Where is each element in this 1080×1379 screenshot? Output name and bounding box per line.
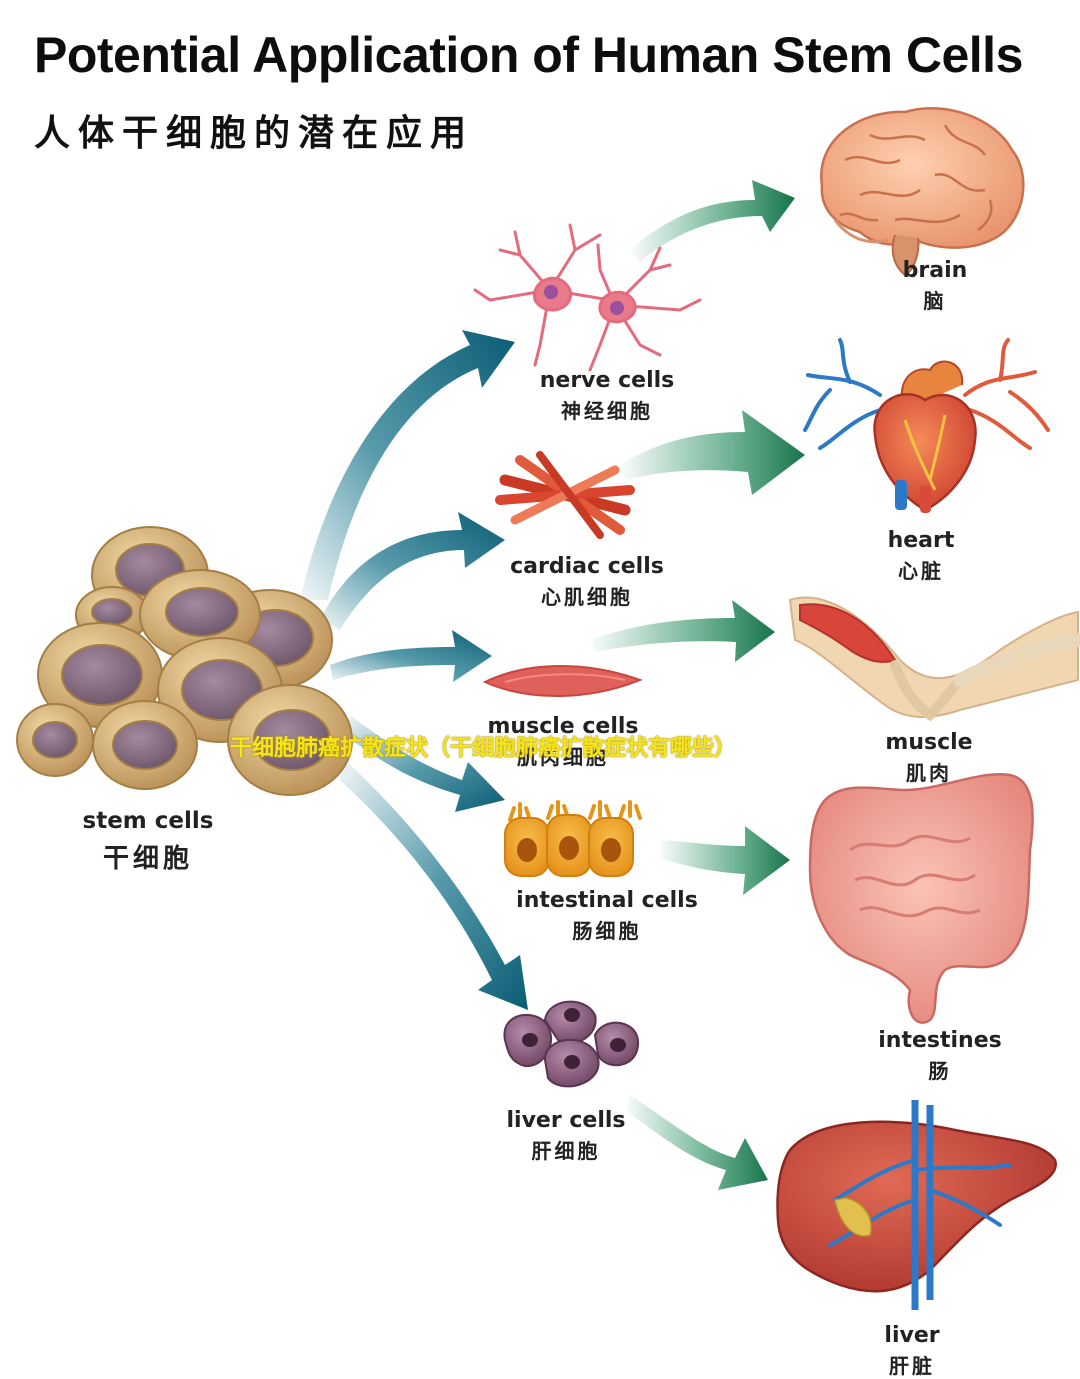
nerve-cells-label-zh: 神经细胞 xyxy=(561,399,653,423)
nerve-cells-label-en: nerve cells xyxy=(539,368,675,393)
liver-cells-label-zh: 肝细胞 xyxy=(531,1139,601,1163)
nerve-cells-label: nerve cells 神经细胞 xyxy=(540,368,675,424)
arrow-to-brain xyxy=(630,180,795,262)
muscle-cells-label-zh: 肌肉细胞 xyxy=(516,745,609,769)
intestinal-cells-illustration xyxy=(504,800,642,877)
heart-label-en: heart xyxy=(887,528,955,553)
stem-cells-label: stem cells 干细胞 xyxy=(83,808,214,875)
page-title: Potential Application of Human Stem Cell… xyxy=(34,27,1023,83)
intestinal-cells-label-en: intestinal cells xyxy=(516,888,698,913)
brain-label-zh: 脑 xyxy=(923,289,947,313)
arrow-to-intestinal-cells xyxy=(345,715,505,812)
intestines-label-zh: 肠 xyxy=(928,1059,952,1083)
arrow-to-intestines xyxy=(660,826,790,895)
muscle-label-zh: 肌肉 xyxy=(906,761,952,785)
cardiac-cells-label: cardiac cells 心肌细胞 xyxy=(510,554,664,610)
stem-cells-label-en: stem cells xyxy=(82,808,214,834)
intestines-label: intestines 肠 xyxy=(878,1028,1001,1084)
nerve-cells-illustration xyxy=(473,223,702,372)
arrow-to-nerve-cells xyxy=(300,330,515,600)
page-title-chinese: 人体干细胞的潜在应用 xyxy=(34,113,475,154)
muscle-label-en: muscle xyxy=(885,730,973,755)
stem-cells-illustration xyxy=(16,526,353,796)
arrow-to-cardiac-cells xyxy=(320,512,505,630)
liver-label-zh: 肝脏 xyxy=(888,1354,935,1378)
liver-illustration xyxy=(776,1100,1057,1310)
brain-illustration xyxy=(820,107,1025,277)
liver-cells-label-en: liver cells xyxy=(506,1108,626,1133)
muscle-cells-label-en: muscle cells xyxy=(487,714,639,739)
arrow-to-heart xyxy=(620,410,805,495)
intestines-illustration xyxy=(808,772,1034,1024)
cardiac-cells-label-en: cardiac cells xyxy=(510,554,664,579)
intestines-label-en: intestines xyxy=(878,1028,1002,1053)
heart-label: heart 心脏 xyxy=(888,528,955,584)
intestinal-cells-label-zh: 肠细胞 xyxy=(572,919,642,943)
liver-cells-illustration xyxy=(503,1000,640,1088)
arrow-to-liver-cells xyxy=(340,760,528,1010)
cardiac-cells-label-zh: 心肌细胞 xyxy=(541,585,633,609)
arrow-to-muscle xyxy=(590,600,775,662)
muscle-cell-illustration xyxy=(482,665,643,698)
arrow-to-muscle-cells xyxy=(330,630,492,682)
stem-cells-label-zh: 干细胞 xyxy=(102,844,194,874)
brain-label-en: brain xyxy=(902,258,968,283)
cardiac-cells-illustration xyxy=(495,451,635,539)
liver-cells-label: liver cells 肝细胞 xyxy=(507,1108,626,1164)
watermark-caption: 干细胞肺癌扩散症状（干细胞肺癌扩散症状有哪些） xyxy=(230,736,737,761)
liver-label-en: liver xyxy=(884,1323,940,1348)
heart-illustration xyxy=(803,338,1050,513)
heart-label-zh: 心脏 xyxy=(897,559,944,583)
brain-label: brain 脑 xyxy=(903,258,968,314)
intestinal-cells-label: intestinal cells 肠细胞 xyxy=(516,888,698,944)
muscle-cells-label: muscle cells 肌肉细胞 xyxy=(488,714,639,770)
muscle-arm-illustration xyxy=(788,596,1080,722)
muscle-label: muscle 肌肉 xyxy=(885,730,972,786)
liver-label: liver 肝脏 xyxy=(884,1323,939,1379)
arrow-to-liver xyxy=(625,1095,768,1190)
